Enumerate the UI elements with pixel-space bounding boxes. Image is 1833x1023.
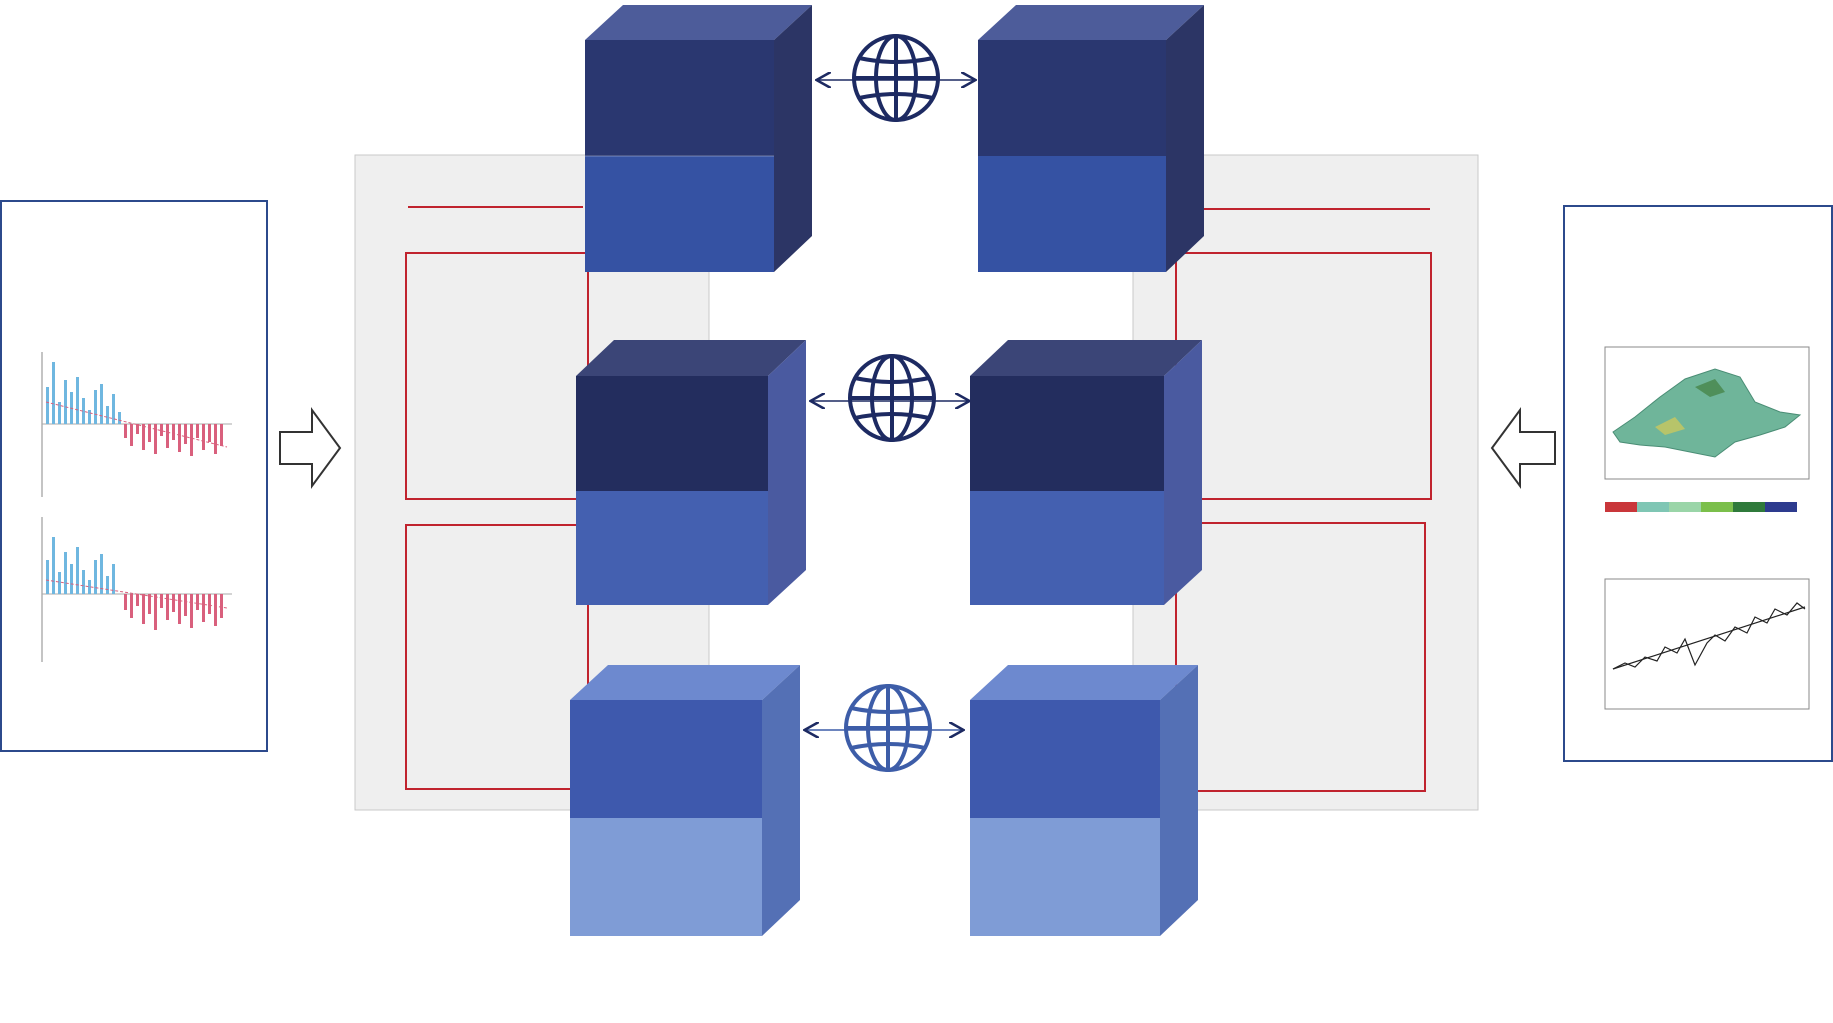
cube-label-do-identifier-left: [585, 156, 774, 272]
cube-label-registry-right: [970, 491, 1164, 605]
cube-stack-left-top: [585, 5, 812, 272]
cube-label-search-right: [970, 376, 1164, 491]
right-data-panel: [1563, 205, 1833, 762]
cube-stack-right-bottom: [970, 665, 1198, 936]
cube-label-repository-left: [570, 818, 762, 936]
cube-label-repository-right: [970, 818, 1160, 936]
left-data-panel: [0, 200, 268, 752]
right-vegetation-chart: [1604, 346, 1810, 710]
left-encap-arrow: [279, 406, 342, 490]
cube-label-search-left: [576, 376, 768, 491]
left-runoff-chart: [41, 352, 232, 662]
cube-stack-right-top: [978, 5, 1204, 272]
cube-label-registry-left: [576, 491, 768, 605]
cube-stack-left-bottom: [570, 665, 800, 936]
cube-stack-left-middle: [576, 340, 806, 605]
cube-label-software-stack-right: [970, 700, 1160, 818]
cube-label-software-stack-left: [570, 700, 762, 818]
cube-layer: [570, 5, 1204, 936]
right-id-divider: [1175, 208, 1430, 210]
left-entity-box: [405, 524, 589, 790]
cube-label-do-identifier-right: [978, 156, 1166, 272]
cube-stack-right-middle: [970, 340, 1202, 605]
cube-label-dual-id-resolution-right: [978, 40, 1166, 156]
right-entity-box: [1175, 522, 1426, 792]
left-id-divider: [408, 206, 583, 208]
cube-label-dual-id-resolution-left: [585, 40, 774, 156]
right-encap-arrow: [1490, 406, 1556, 490]
